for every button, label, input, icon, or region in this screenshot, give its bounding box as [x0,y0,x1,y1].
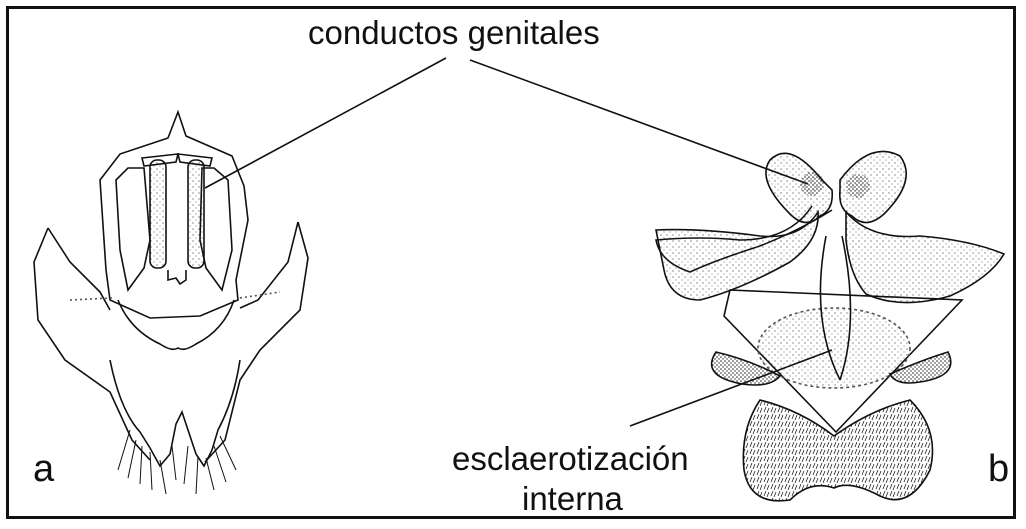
panel-label-b: b [988,450,1009,488]
leader-line-b [470,60,808,184]
specimen-a-drawing [34,112,308,494]
panel-label-a: a [33,450,54,488]
annotation-line-2: interna [522,482,623,515]
figure-title: conductos genitales [308,16,600,49]
specimen-b-lower-lobe [743,400,932,501]
specimen-a-duct-left [150,160,166,268]
annotation-line-1: esclaerotización [452,442,689,475]
specimen-a-right-wing [240,222,298,308]
specimen-b-drawing [656,151,1004,500]
leader-line-a [205,58,446,188]
specimen-a-lower-lobe [118,300,234,349]
specimen-a-duct-right [188,160,204,268]
specimen-a-left-wing [34,228,150,460]
specimen-a-upper-plate [100,112,248,318]
